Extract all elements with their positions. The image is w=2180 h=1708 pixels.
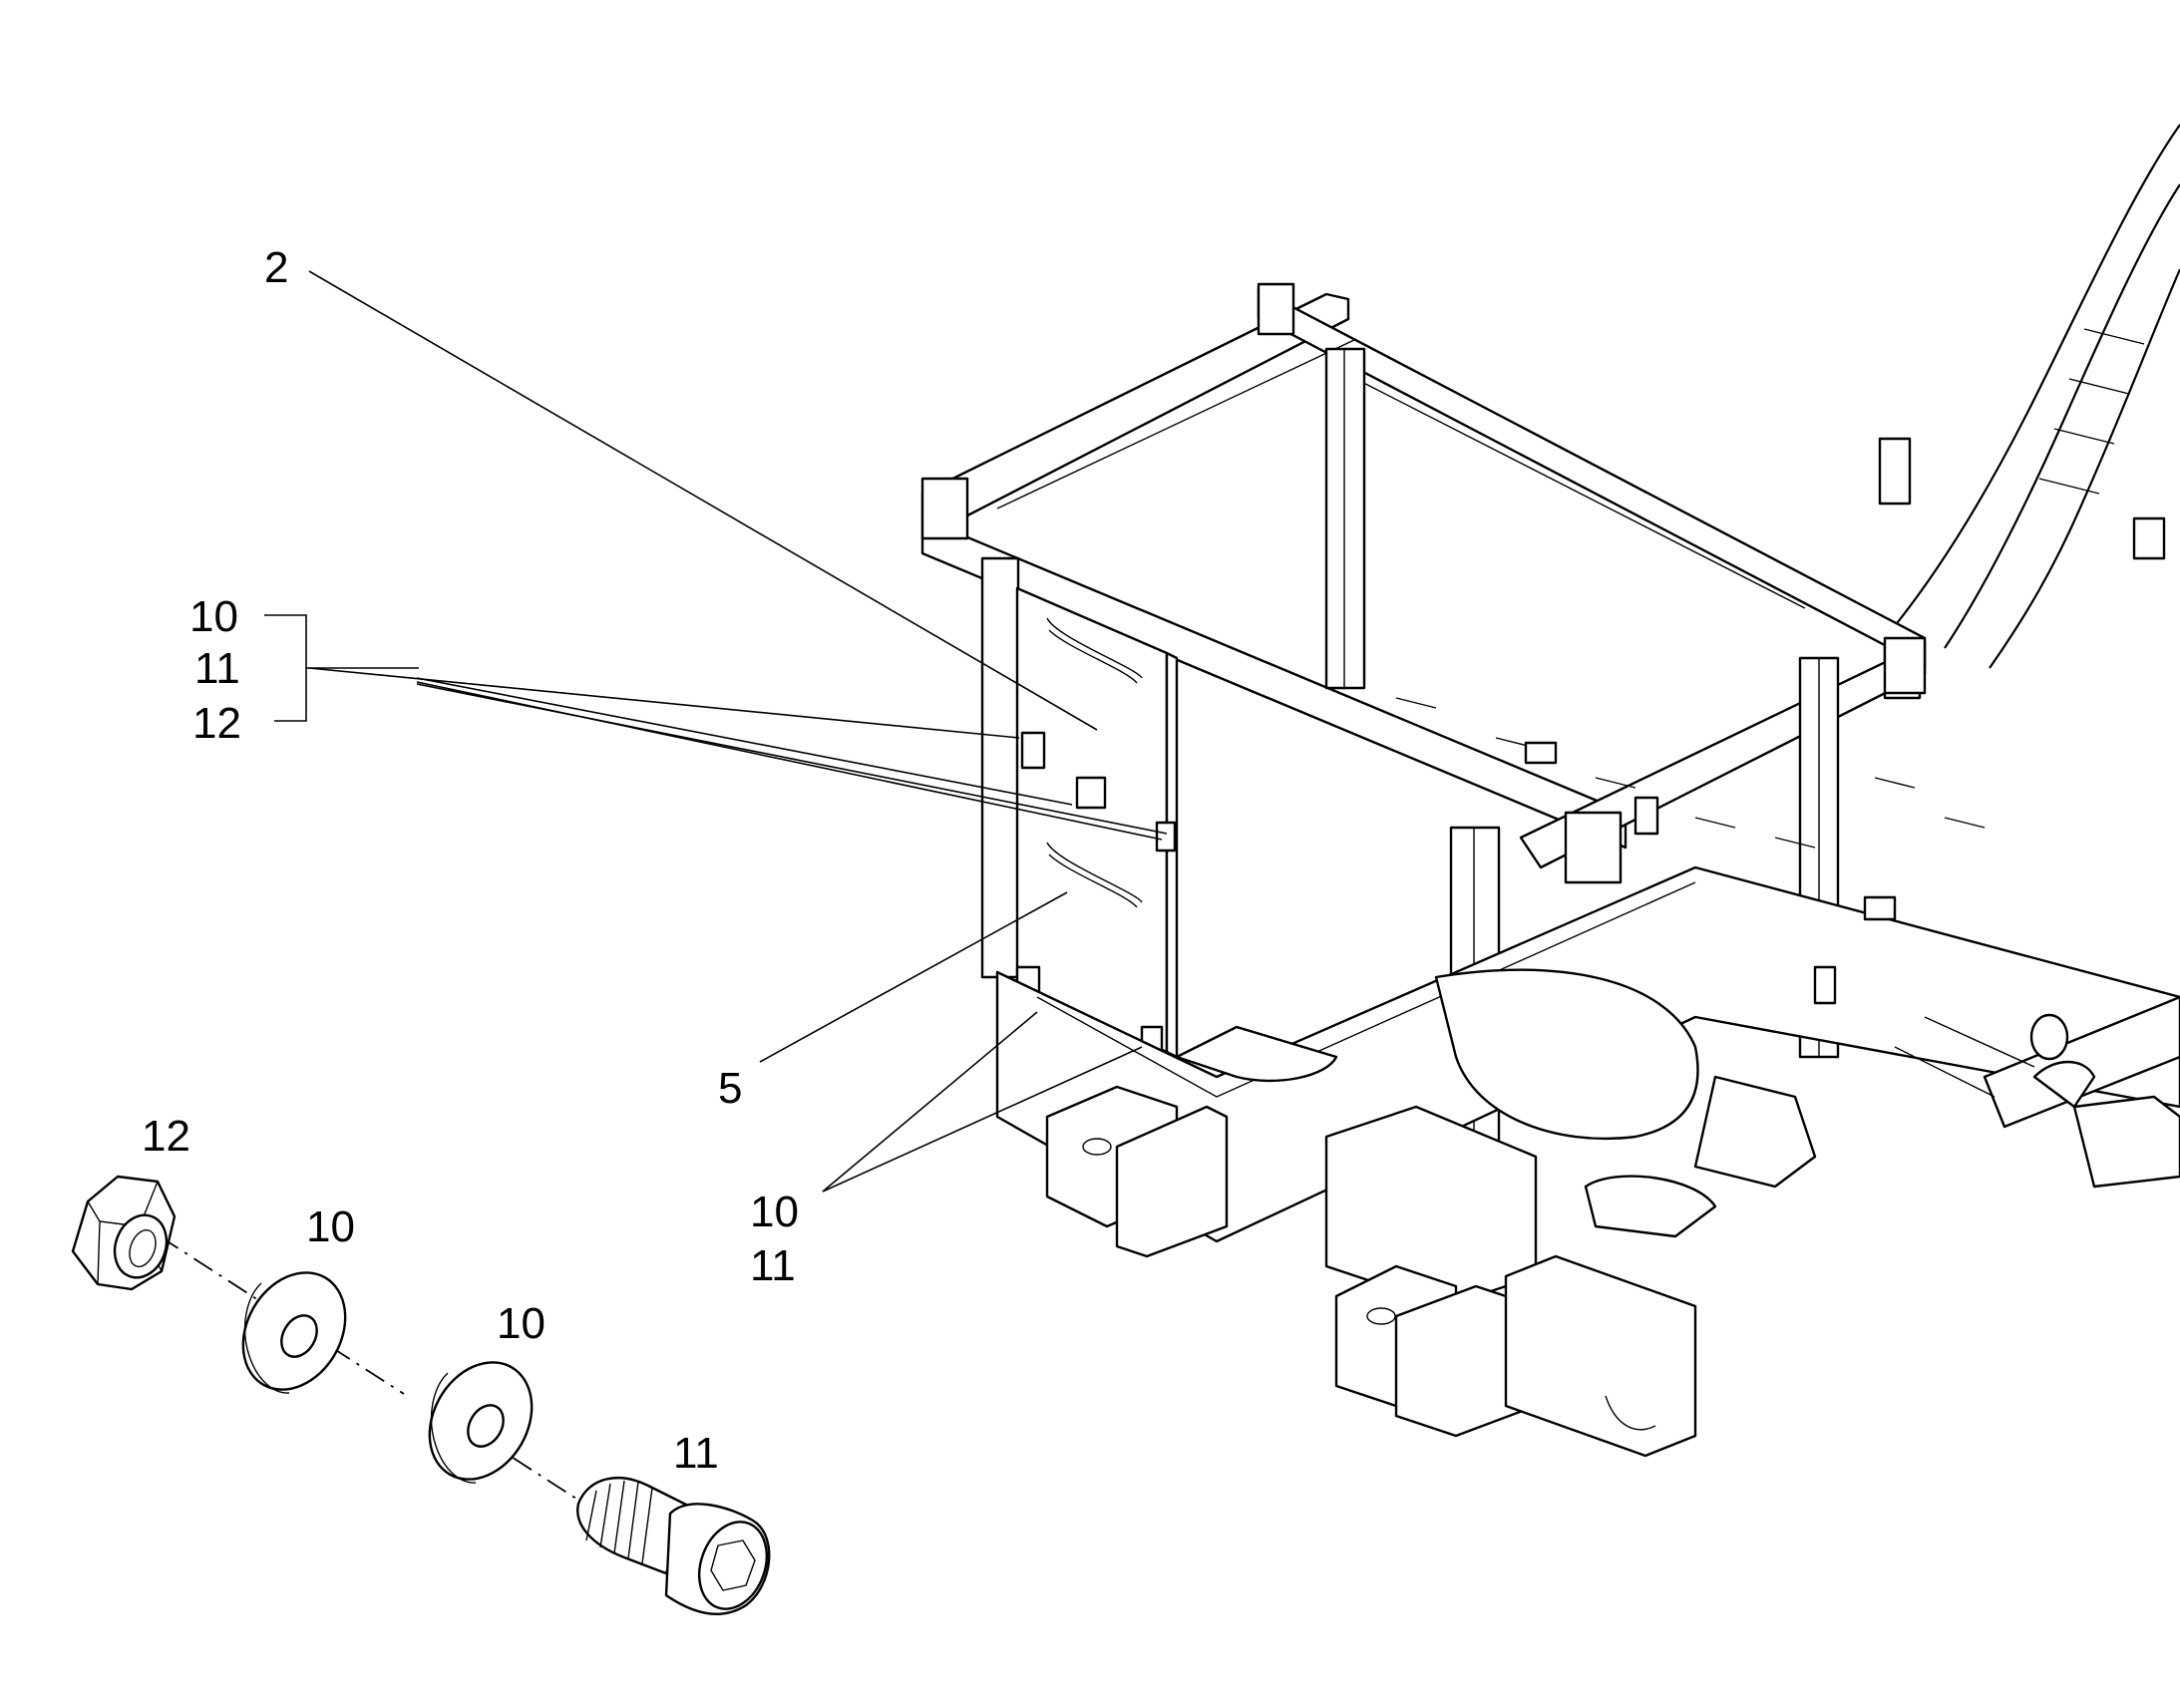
callout-5: 5 [718, 1064, 742, 1113]
exploded-hardware [71, 1175, 771, 1615]
flat-washer-icon [428, 1361, 534, 1484]
callout-10-bottom: 10 [750, 1188, 799, 1236]
flat-washer-icon [241, 1271, 347, 1394]
callout-10-washer-b: 10 [497, 1299, 545, 1348]
callout-10-top: 10 [189, 592, 238, 641]
callout-11-bottom: 11 [750, 1241, 796, 1290]
hex-nut-icon [71, 1175, 177, 1291]
callout-2: 2 [264, 243, 288, 292]
callout-12-nut: 12 [142, 1112, 190, 1161]
machine-frame-assembly [920, 124, 2180, 1458]
callout-11-screw: 11 [673, 1429, 719, 1478]
callout-12-top: 12 [192, 699, 241, 748]
callout-11-top: 11 [194, 644, 240, 693]
socket-head-cap-screw-icon [576, 1477, 771, 1615]
leader-lines [264, 270, 1168, 1193]
callout-10-washer-a: 10 [306, 1202, 355, 1251]
